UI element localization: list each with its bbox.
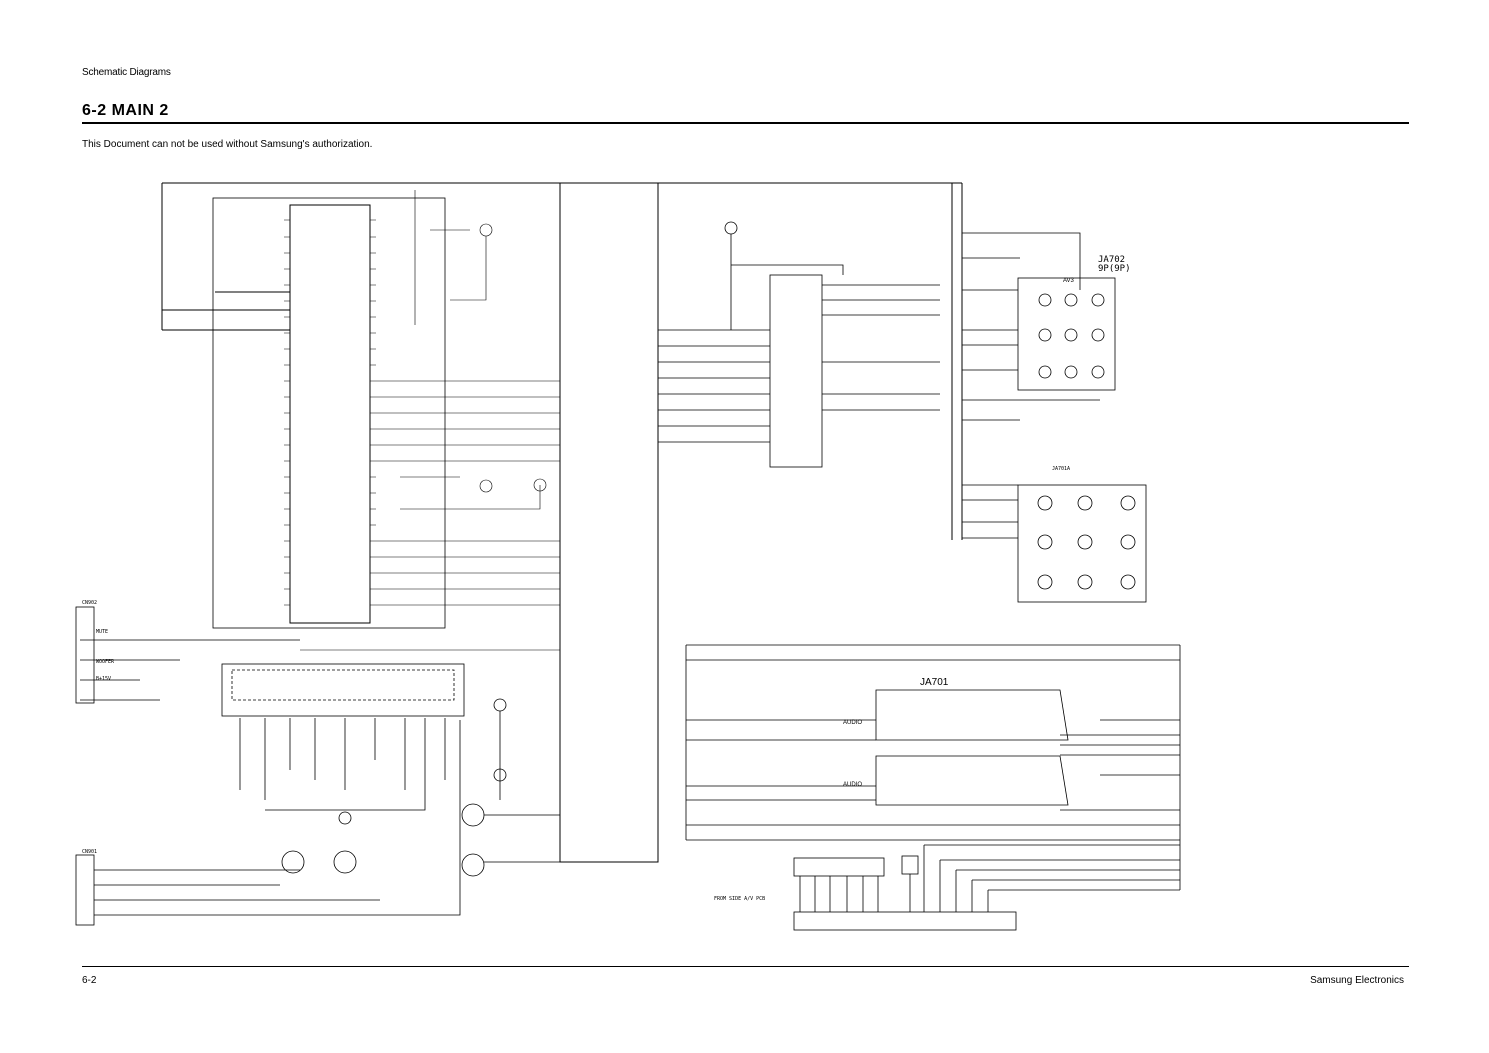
page-number: 6-2 (82, 975, 97, 986)
audio-switch-ic (658, 221, 940, 468)
av3-name-label: AV3 (1063, 278, 1075, 284)
ja701a-ref-label: JA701A (1052, 466, 1070, 472)
header-rule (82, 122, 1409, 124)
amplifier-ic (75, 606, 465, 926)
av3-ref-label: JA702 (1098, 255, 1125, 265)
cn901-ref-label: CN901 (82, 849, 97, 855)
ja701-audio-label-1: AUDIO (843, 720, 862, 726)
speaker-connector-labels: MUTE WOOFER B+15V CN902 CN901 (82, 600, 115, 855)
section-heading: Schematic Diagrams (82, 67, 171, 78)
side-av-caption: FROM SIDE A/V PCB (714, 896, 765, 902)
ja701-connector: JA701 AUDIO AUDIO (685, 644, 1181, 890)
cn902-b15v-label: B+15V (96, 676, 111, 682)
page-title: 6-2 MAIN 2 (82, 102, 169, 119)
main-bus-frame (161, 182, 963, 863)
output-transistors (281, 698, 560, 877)
ja701-ref-label: JA701 (920, 677, 949, 688)
ja701-audio-label-2: AUDIO (843, 782, 862, 788)
av3-connector: JA702 9P(9P) AV3 (962, 232, 1131, 421)
av3-part-label: 9P(9P) (1098, 264, 1131, 274)
ja701a-connector: JA701A (962, 466, 1147, 603)
footer-rule (82, 966, 1409, 967)
cn902-mute-label: MUTE (96, 629, 108, 635)
cn902-woofer-label: WOOFER (96, 659, 115, 665)
side-av-connector: FROM SIDE A/V PCB (714, 844, 1180, 931)
authorization-note: This Document can not be used without Sa… (82, 139, 373, 150)
cn902-ref-label: CN902 (82, 600, 97, 606)
main-audio-ic (212, 190, 560, 651)
brand-name: Samsung Electronics (1310, 975, 1404, 986)
